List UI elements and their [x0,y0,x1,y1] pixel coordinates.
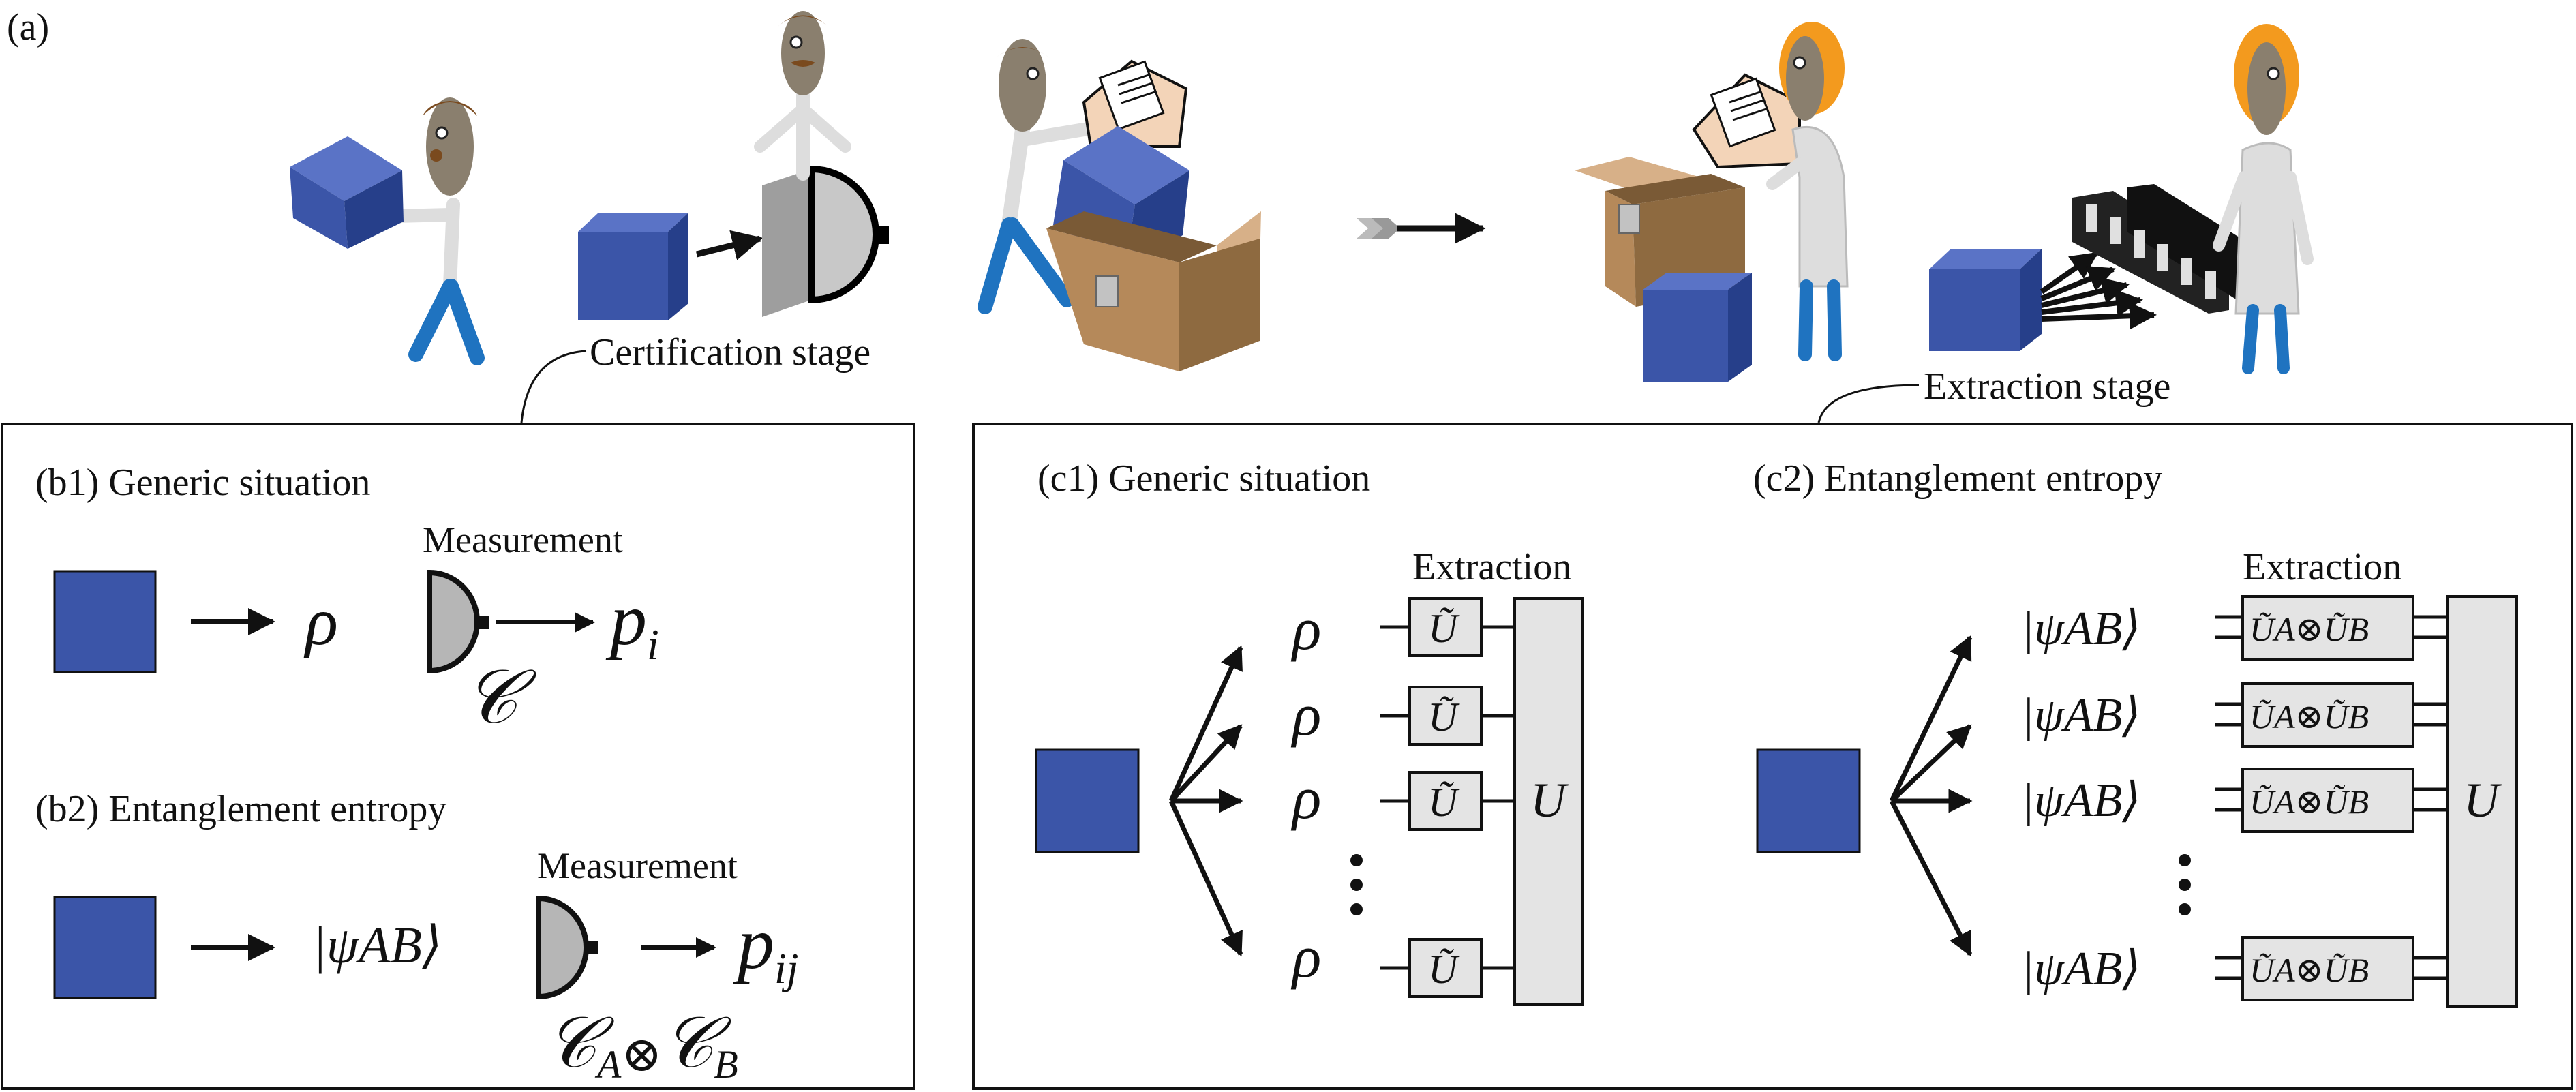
b2-channel-sub-b: B [714,1042,738,1087]
svg-text:ŨA⊗ŨB: ŨA⊗ŨB [2249,951,2369,989]
c2-cube [1756,748,1861,853]
b2-title: (b2) Entanglement entropy [35,788,446,830]
b1-outcome: pi [605,579,659,669]
man-carrying-cube-figure [361,97,485,365]
detector-array [2072,184,2263,314]
extraction-arrows [2040,251,2157,330]
extraction-connector [1817,384,1920,423]
c1-state-1: ρ [1290,596,1321,663]
cube-certification [578,213,688,320]
svg-text:ŨA⊗ŨB: ŨA⊗ŨB [2249,697,2369,735]
b2-outcome-base: p [733,903,774,984]
c1-title: (c1) Generic situation [1037,457,1370,500]
c2-state-3: |ψAB⟩ [2021,774,2141,827]
b2-outcome: pij [733,903,799,992]
b2-measurement-label: Measurement [537,845,738,886]
c2-extraction-label: Extraction [2243,546,2401,588]
b1-outcome-base: p [605,579,647,661]
c1-global-gate-label: U [1530,773,1569,828]
c2-ellipsis [2179,854,2191,915]
c2-states: |ψAB⟩ |ψAB⟩ |ψAB⟩ |ψAB⟩ [2021,603,2141,995]
b1-channel: 𝒞 [464,656,537,739]
c2-global-gate-label: U [2464,773,2502,828]
c1-global-gate [1513,597,1584,1006]
c2-title: (c2) Entanglement entropy [1753,457,2162,500]
b1-outcome-sub: i [647,620,659,669]
certification-connector [520,350,587,423]
svg-text:Ũ: Ũ [1428,606,1460,651]
b1-title: (b1) Generic situation [35,461,370,504]
c1-state-4: ρ [1290,924,1321,990]
svg-text:Ũ: Ũ [1428,947,1460,992]
b1-state: ρ [303,583,338,659]
certification-arrow [695,230,763,260]
c2-branch-arrows [1889,635,1973,957]
b1-detector-icon [427,569,489,674]
b2-channel-sub-a: A [594,1042,622,1087]
man-packing-box-figure [978,39,1091,314]
woman-opening-box-figure [1766,22,1849,361]
svg-text:Ũ: Ũ [1428,695,1460,740]
c1-state-2: ρ [1290,682,1321,748]
transition-arrow [1357,213,1486,244]
cardboard-box-open-left [1046,211,1261,371]
svg-text:ŨA⊗ŨB: ŨA⊗ŨB [2249,610,2369,648]
c1-cube [1035,748,1140,853]
cube-held [290,136,404,249]
c1-local-gates: Ũ Ũ Ũ Ũ [1380,597,1515,998]
c2-state-1: |ψAB⟩ [2021,603,2141,655]
b2-outcome-sub: ij [774,944,799,992]
c1-branch-arrows [1168,645,1243,957]
svg-text:Ũ: Ũ [1428,780,1460,825]
c2-state-4: |ψAB⟩ [2021,943,2141,995]
detector-device [762,165,889,317]
envelope-a-right [1692,73,1801,169]
b2-cube [53,896,157,999]
b2-channel: 𝒞A⊗𝒞B [545,1004,738,1087]
b1-measurement-label: Measurement [423,519,623,560]
c2-local-gates: ŨA⊗ŨB ŨA⊗ŨB ŨA⊗ŨB ŨA⊗ŨB [2215,595,2447,1001]
panel-c-frame [972,423,2573,1090]
cube-extraction [1929,249,2042,351]
b1-cube [53,570,157,673]
b2-detector-icon [536,895,598,1000]
b2-channel-op: ⊗ [621,1027,662,1082]
panel-a-label: (a) [7,6,49,48]
c1-extraction-label: Extraction [1412,546,1571,588]
b2-state: |ψAB⟩ [312,917,442,974]
envelope-a-left [1082,59,1188,148]
certification-stage-label: Certification stage [590,331,870,374]
c1-states: ρ ρ ρ ρ [1290,596,1321,990]
man-with-detector-figure [754,11,851,181]
extraction-stage-label: Extraction stage [1924,365,2170,408]
svg-text:ŨA⊗ŨB: ŨA⊗ŨB [2249,783,2369,821]
c1-ellipsis [1350,854,1363,915]
c1-state-3: ρ [1290,765,1321,832]
c2-state-2: |ψAB⟩ [2021,689,2141,742]
c2-global-gate [2446,595,2518,1008]
cube-out-of-box [1643,273,1752,382]
panel-b-frame [1,423,915,1090]
woman-with-detectors-figure [2213,24,2314,374]
